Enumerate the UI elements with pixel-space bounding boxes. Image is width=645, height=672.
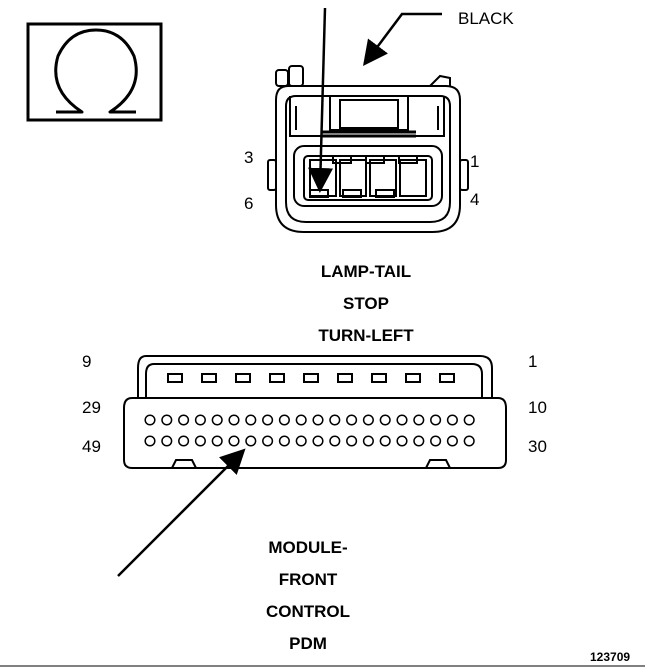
pin-label-29: 29 (82, 398, 101, 417)
pin-label-49: 49 (82, 437, 101, 456)
pdm-pin (379, 435, 391, 447)
pdm-pin (178, 414, 190, 426)
pdm-slot (269, 373, 285, 383)
figure-id: 123709 (590, 650, 631, 664)
pin-label-10: 10 (528, 398, 547, 417)
pin-label-9: 9 (82, 352, 92, 371)
pdm-pin (228, 435, 240, 447)
pdm-pin (245, 435, 257, 447)
pdm-slot (405, 373, 421, 383)
caption-line-1: LAMP-TAIL (320, 262, 412, 281)
pin-label-3: 3 (244, 148, 254, 167)
caption-line-3: TURN-LEFT (318, 326, 414, 345)
pdm-pin (312, 414, 324, 426)
pdm-pin (144, 435, 156, 447)
callout-arrows (117, 7, 442, 577)
pin-label-6: 6 (244, 194, 254, 213)
pdm-pin (161, 414, 173, 426)
pdm-pin (295, 414, 307, 426)
pdm-pin (362, 414, 374, 426)
pdm-pin (346, 414, 358, 426)
module-caption-line-3: CONTROL (265, 602, 351, 621)
pdm-pin (329, 435, 341, 447)
pdm-pin (161, 435, 173, 447)
pdm-pin (245, 414, 257, 426)
omega-symbol-icon (26, 22, 163, 122)
pdm-pin (211, 414, 223, 426)
pdm-pin (329, 414, 341, 426)
pdm-pin (446, 435, 458, 447)
pdm-pin (446, 414, 458, 426)
pdm-pin (144, 414, 156, 426)
pdm-pin (262, 414, 274, 426)
pdm-pin (430, 435, 442, 447)
caption-line-2: STOP (343, 294, 389, 313)
pdm-pin (430, 414, 442, 426)
pin-label-1-pdm: 1 (528, 352, 538, 371)
pdm-slot (235, 373, 251, 383)
pdm-slot (303, 373, 319, 383)
pdm-pin (413, 435, 425, 447)
pdm-pin (396, 435, 408, 447)
pdm-pin (413, 414, 425, 426)
color-label: BLACK (458, 9, 514, 28)
pdm-pin (211, 435, 223, 447)
pdm-pin (278, 435, 290, 447)
pdm-connector (123, 355, 507, 469)
pin-label-4: 4 (470, 190, 480, 209)
pdm-slot (371, 373, 387, 383)
pdm-pin (312, 435, 324, 447)
pdm-pin (194, 435, 206, 447)
pdm-slot (439, 373, 455, 383)
pdm-pin (178, 435, 190, 447)
pdm-pin (262, 435, 274, 447)
module-caption-line-4: PDM (289, 634, 327, 653)
pdm-pin (379, 414, 391, 426)
pdm-pin (278, 414, 290, 426)
pdm-pin (295, 435, 307, 447)
pdm-pin (362, 435, 374, 447)
lamp-connector (267, 65, 469, 233)
pin-label-30: 30 (528, 437, 547, 456)
pdm-pin (194, 414, 206, 426)
pdm-pin (396, 414, 408, 426)
pdm-pin (463, 435, 475, 447)
pdm-slot (337, 373, 353, 383)
pdm-slot (167, 373, 183, 383)
pdm-pin (463, 414, 475, 426)
pdm-slot (201, 373, 217, 383)
pin-label-1: 1 (470, 152, 480, 171)
module-caption-line-2: FRONT (278, 570, 338, 589)
pdm-pin (228, 414, 240, 426)
pdm-pin (346, 435, 358, 447)
module-caption-line-1: MODULE- (268, 538, 348, 557)
